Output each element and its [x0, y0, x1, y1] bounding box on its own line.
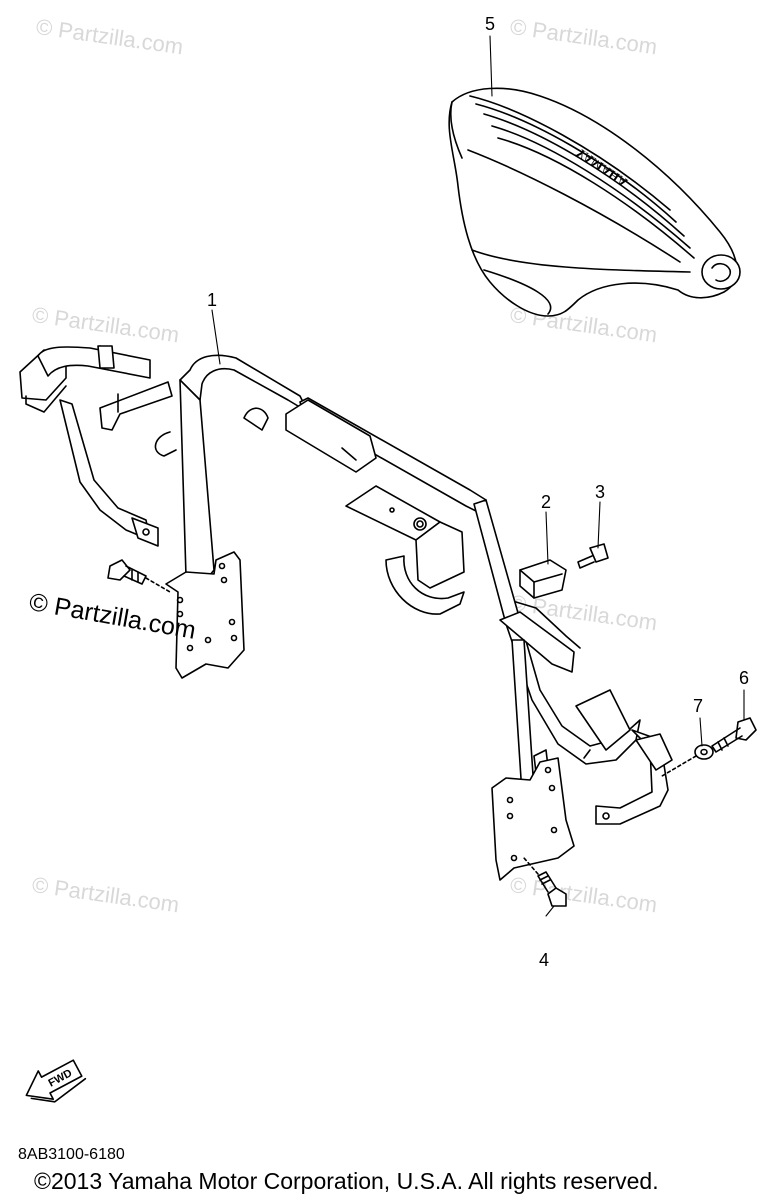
bolt-right-part [523, 857, 567, 907]
bolt-left-part [107, 559, 171, 593]
callout-5: 5 [484, 14, 495, 34]
copyright-text: ©2013 Yamaha Motor Corporation, U.S.A. A… [34, 1168, 659, 1194]
callout-4: 4 [538, 950, 549, 970]
bolt-washer-part [661, 717, 757, 777]
screw-part [577, 543, 609, 569]
callout-6: 6 [738, 668, 749, 688]
callout-2: 2 [540, 492, 551, 512]
leader-lines [211, 35, 745, 917]
callout-1: 1 [206, 290, 217, 310]
fwd-arrow: FWD [25, 1059, 87, 1103]
seat-part: YAMAHA [448, 87, 741, 317]
frame-bar-part [19, 345, 673, 881]
callout-3: 3 [594, 482, 605, 502]
callout-7: 7 [692, 696, 703, 716]
diagram-code: 8AB3100-6180 [18, 1146, 125, 1163]
clamp-part [519, 559, 567, 599]
